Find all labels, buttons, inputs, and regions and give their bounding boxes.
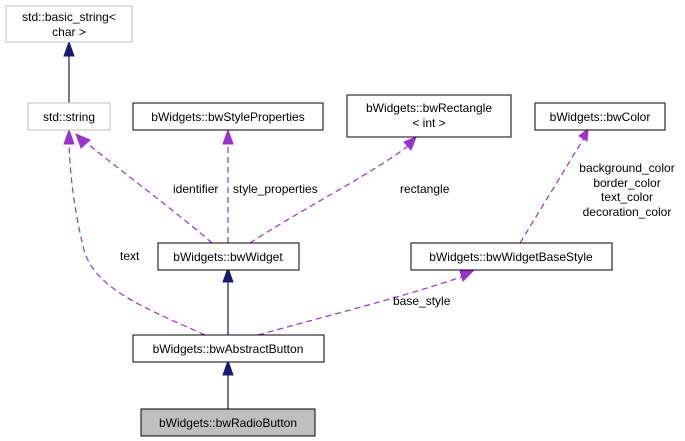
node-string[interactable]: std::string — [27, 102, 111, 131]
edge-abstract-button-inherits-widget — [222, 266, 234, 335]
edge-radio-button-inherits-abstract-button — [222, 359, 234, 409]
node-abstract-button[interactable]: bWidgets::bwAbstractButton — [132, 334, 325, 363]
node-radio-button[interactable]: bWidgets::bwRadioButton — [140, 408, 316, 437]
node-abstract-button-label: bWidgets::bwAbstractButton — [153, 342, 304, 356]
node-basic-string-line-1: std::basic_string< — [22, 10, 116, 24]
node-color[interactable]: bWidgets::bwColor — [534, 102, 666, 131]
edge-label-style-properties: style_properties — [233, 182, 318, 196]
node-style-properties[interactable]: bWidgets::bwStyleProperties — [132, 102, 324, 131]
edge-label-identifier: identifier — [173, 182, 218, 196]
edge-identifier — [75, 133, 213, 244]
edge-label-border-color: border_color — [593, 176, 660, 190]
node-rectangle-line-1: bWidgets::bwRectangle — [366, 101, 492, 115]
node-widget-label: bWidgets::bwWidget — [173, 250, 283, 264]
edge-label-rectangle: rectangle — [400, 182, 450, 196]
node-radio-button-label: bWidgets::bwRadioButton — [159, 416, 297, 430]
node-style-properties-label: bWidgets::bwStyleProperties — [151, 110, 304, 124]
edge-string-inherits-basic-string — [63, 40, 75, 103]
edge-rectangle — [249, 136, 417, 244]
edge-label-text: text — [120, 249, 140, 263]
node-basic-string[interactable]: std::basic_string< char > — [5, 5, 133, 43]
node-string-label: std::string — [43, 110, 95, 124]
edge-text — [63, 128, 206, 336]
edge-color-members — [519, 127, 589, 244]
edge-label-base-style: base_style — [393, 294, 451, 308]
node-widget-base-style[interactable]: bWidgets::bwWidgetBaseStyle — [410, 242, 613, 271]
node-rectangle[interactable]: bWidgets::bwRectangle < int > — [346, 94, 512, 138]
edge-label-text-color: text_color — [601, 190, 653, 204]
edge-style-properties — [222, 128, 234, 243]
edge-label-background-color: background_color — [579, 161, 674, 175]
edge-label-decoration-color: decoration_color — [583, 205, 672, 219]
node-widget-base-style-label: bWidgets::bwWidgetBaseStyle — [429, 250, 593, 264]
node-color-label: bWidgets::bwColor — [550, 110, 651, 124]
node-rectangle-line-2: < int > — [412, 116, 445, 130]
node-widget[interactable]: bWidgets::bwWidget — [157, 242, 300, 271]
node-basic-string-line-2: char > — [52, 25, 86, 39]
